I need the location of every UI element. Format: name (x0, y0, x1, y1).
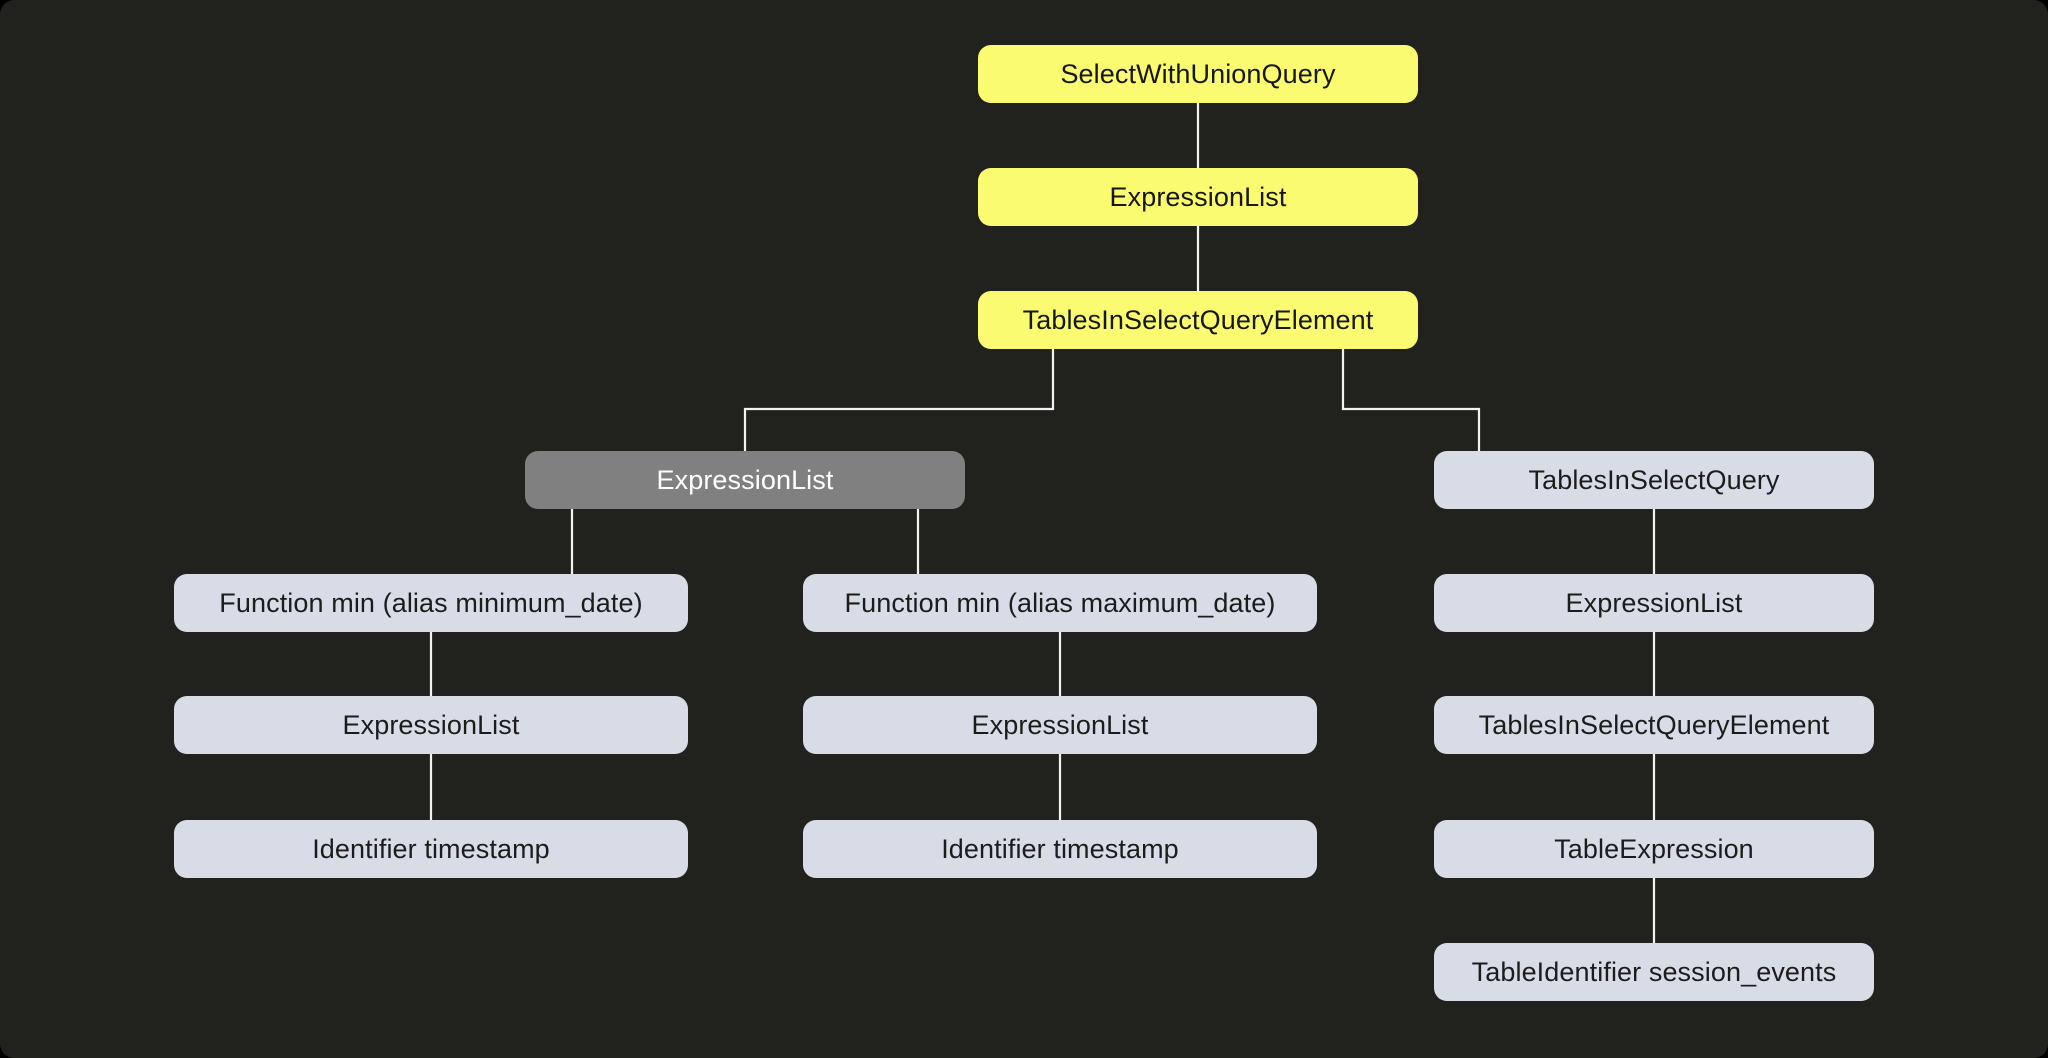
tree-node-n9[interactable]: ExpressionList (803, 696, 1317, 754)
tree-node-label: TablesInSelectQuery (1528, 464, 1780, 495)
tree-node-label: TablesInSelectQueryElement (1022, 304, 1374, 335)
tree-node-n3[interactable]: TablesInSelectQueryElement (978, 291, 1418, 349)
tree-node-n4[interactable]: ExpressionList (525, 451, 965, 509)
tree-node-label: TableIdentifier session_events (1471, 956, 1837, 987)
tree-node-label: Identifier timestamp (312, 833, 550, 864)
edge-n3-n11 (1341, 349, 1481, 451)
tree-node-label: Function min (alias minimum_date) (219, 587, 643, 618)
tree-node-label: ExpressionList (1109, 181, 1287, 212)
tree-node-label: ExpressionList (342, 709, 520, 740)
tree-node-label: SelectWithUnionQuery (1060, 58, 1336, 89)
tree-node-n12[interactable]: ExpressionList (1434, 574, 1874, 632)
tree-node-n11[interactable]: TablesInSelectQuery (1434, 451, 1874, 509)
tree-node-n2[interactable]: ExpressionList (978, 168, 1418, 226)
tree-node-label: TableExpression (1554, 833, 1754, 864)
tree-node-label: TablesInSelectQueryElement (1478, 709, 1830, 740)
tree-node-n10[interactable]: Identifier timestamp (803, 820, 1317, 878)
tree-node-n6[interactable]: ExpressionList (174, 696, 688, 754)
tree-node-label: Identifier timestamp (941, 833, 1179, 864)
tree-node-n1[interactable]: SelectWithUnionQuery (978, 45, 1418, 103)
tree-node-label: ExpressionList (971, 709, 1149, 740)
tree-node-n14[interactable]: TableExpression (1434, 820, 1874, 878)
tree-node-n13[interactable]: TablesInSelectQueryElement (1434, 696, 1874, 754)
tree-node-n8[interactable]: Function min (alias maximum_date) (803, 574, 1317, 632)
tree-node-label: ExpressionList (656, 464, 834, 495)
tree-node-label: ExpressionList (1565, 587, 1743, 618)
edge-n3-n4 (743, 349, 1055, 451)
tree-node-n7[interactable]: Identifier timestamp (174, 820, 688, 878)
tree-node-label: Function min (alias maximum_date) (844, 587, 1276, 618)
tree-node-n5[interactable]: Function min (alias minimum_date) (174, 574, 688, 632)
tree-node-n15[interactable]: TableIdentifier session_events (1434, 943, 1874, 1001)
